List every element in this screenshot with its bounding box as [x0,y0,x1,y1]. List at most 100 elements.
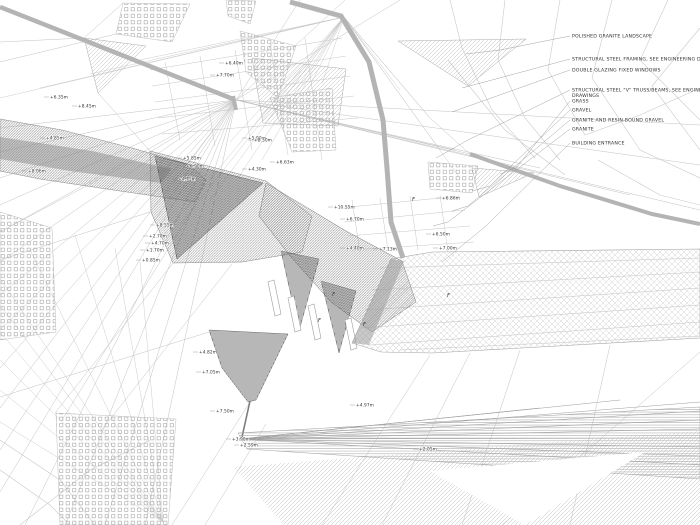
thick-bands [0,0,700,259]
bottom-hatch-gap [430,452,645,525]
grid-line [149,37,343,71]
ribbon-upper-left-core [0,137,172,183]
construction-line [97,92,151,152]
elevation-marker: +6.63m [276,160,294,166]
grid-line [269,43,289,156]
elevation-marker: +4.82m [199,350,217,356]
construction-line [149,99,237,153]
construction-line [39,16,345,89]
legend-label: GRASS [572,99,589,105]
section-letter-marker: F [332,292,335,298]
elevation-marker: +8.30m [254,138,272,144]
elevation-marker: +6.86m [442,196,460,202]
grid-line [234,49,253,151]
section-letter-marker: F [363,322,366,328]
construction-line [0,331,210,398]
pillar [267,279,282,317]
construction-line [0,99,237,129]
construction-line [89,16,345,75]
elevation-marker: +2.70m [149,234,167,240]
grid-line [161,117,359,135]
legend-label: STRUCTURAL STEEL FRAMING, SEE ENGINEERIN… [572,57,700,63]
elevation-marker: +7.05m [202,370,220,376]
elevation-marker: +6.35m [50,95,68,101]
elevation-marker: +4.75m [178,177,196,183]
band-top-center [289,0,406,259]
legend-leader-line [451,69,571,113]
comb-wedge-lower [208,329,289,403]
elevation-marker: +6.90m [186,164,204,170]
construction-line [343,16,431,119]
legend-label: DRAWINGS [572,93,599,99]
ribbon-right-band [351,248,700,354]
dot-grid-patch [225,0,257,25]
elevation-marker: +7.70m [216,73,234,79]
legend-leader-line [465,35,571,55]
grid-line [157,95,355,119]
legend-label: BUILDING ENTRANCE [572,141,625,147]
elevation-marker: +7.13m [379,247,397,253]
construction-line [429,117,471,155]
legend: POLISHED GRANITE LANDSCAPE STRUCTURAL STE… [432,33,700,263]
section-letter-marker: F [412,197,415,203]
grid-line [343,209,466,223]
grid-line [304,37,323,161]
elevation-marker: +4.97m [356,403,374,409]
elevation-marker: +5.90m [248,136,266,142]
dot-grid-patch [115,2,191,43]
pillar [287,295,302,333]
construction-line [343,16,401,91]
elevation-marker: +4.40m [346,246,364,252]
elevation-marker: +5.85m [183,156,201,162]
dot-grid-patch [427,161,479,194]
grid-line [379,197,389,251]
hatch-patch [251,57,347,127]
elevation-marker: +6.40m [225,61,243,67]
elevation-marker: +8.45m [78,104,96,110]
legend-label: STRUCTURAL STEEL "V" TRUSS/BEAMS, SEE EN… [572,88,700,94]
elevation-marker: +6.50m [432,232,450,238]
elevation-marker: +2.59m [240,443,258,449]
grid-line [199,55,216,147]
lower-stem [241,400,251,438]
grid-line [439,194,449,253]
comb-triangle [154,155,264,260]
elevation-marker: +8.06m [28,169,46,175]
elevation-marker: +8.55m [156,223,174,229]
elevation-marker: +7.00m [439,246,457,252]
dot-grid-patch [55,412,177,525]
elevation-marker: +6.70m [346,217,364,223]
pillar [307,303,322,341]
legend-leader-line [441,142,571,263]
elevation-marker: +3.90m [232,437,250,443]
band-node [231,95,238,111]
legend-label: GRANITE AND RESIN-BOUND GRAVEL [572,118,664,124]
legend-leader-line [432,128,571,227]
construction-line [54,262,174,414]
legend-leader-line [471,109,571,192]
construction-line [83,2,124,39]
ribbon-right-edge [352,259,404,345]
grid-line [347,225,471,237]
elevation-marker: +10.55m [334,205,355,211]
construction-line [99,263,233,433]
legend-label: GRAVEL [572,108,592,114]
hatch-patch [83,37,147,94]
construction-line [187,99,237,165]
structural-pillars [267,279,358,351]
construction-line [171,401,251,525]
elevation-marker: +4.85m [46,136,64,142]
ribbon-structure [0,118,700,525]
band-right [469,152,700,226]
elevation-marker: +4.30m [248,167,266,173]
elevation-marker: +4.70m [151,241,169,247]
legend-label: POLISHED GRANITE LANDSCAPE [572,34,652,40]
construction-line [343,16,461,179]
grid-line [154,75,351,103]
elevation-marker: +2.05m [419,447,437,453]
comb-triangle [280,250,320,332]
elevation-marker: +7.50m [216,409,234,415]
elevation-marker: +1.70m [146,248,164,254]
